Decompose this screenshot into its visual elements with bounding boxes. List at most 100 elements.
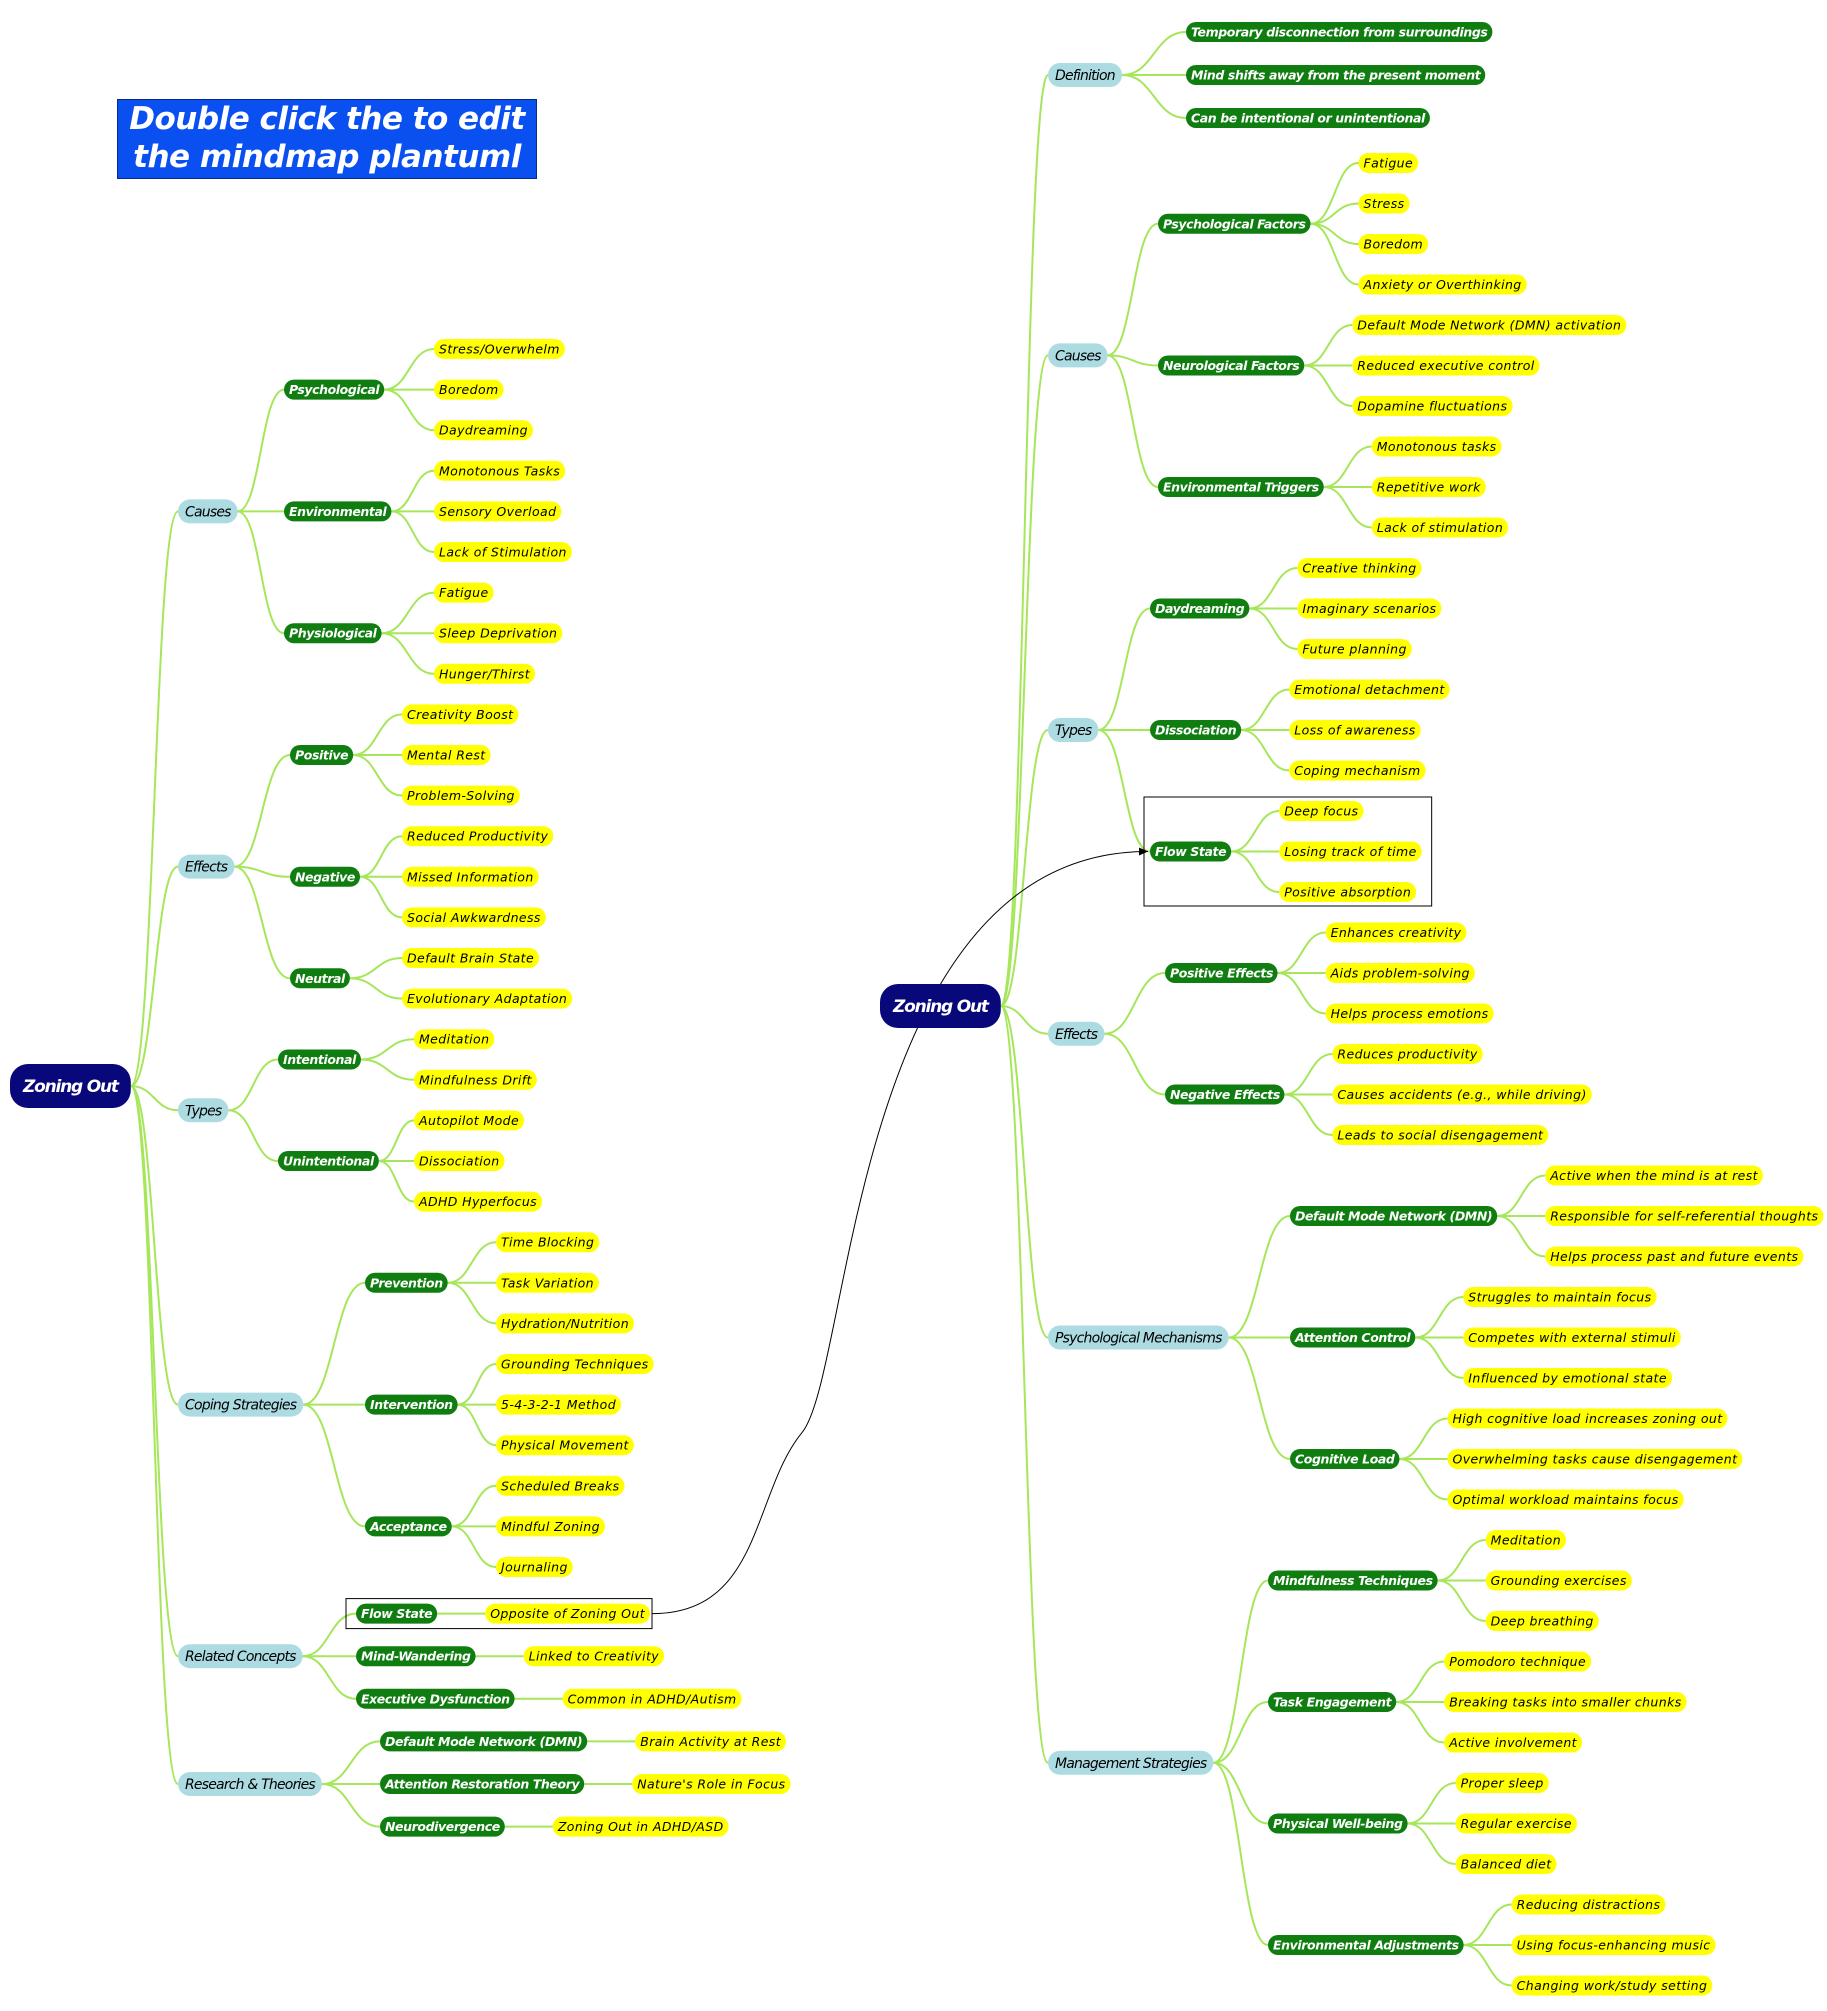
branch-node-left-related-concepts[interactable]: Related Concepts xyxy=(178,1644,303,1669)
leaf-node-right-imaginary-scenarios[interactable]: Imaginary scenarios xyxy=(1297,598,1442,619)
group-node-right-definition-3[interactable]: Can be intentional or unintentional xyxy=(1186,108,1430,128)
leaf-node-left-scheduled-breaks[interactable]: Scheduled Breaks xyxy=(496,1475,625,1496)
leaf-node-right-proper-sleep[interactable]: Proper sleep xyxy=(1455,1773,1549,1793)
group-node-right-attention-control[interactable]: Attention Control xyxy=(1290,1327,1416,1348)
leaf-node-right-coping-mechanism[interactable]: Coping mechanism xyxy=(1289,760,1426,781)
leaf-node-right-deep-breathing[interactable]: Deep breathing xyxy=(1485,1611,1599,1631)
leaf-node-right-changing-work-study-setting[interactable]: Changing work/study setting xyxy=(1511,1975,1713,1996)
leaf-node-left-autopilot-mode[interactable]: Autopilot Mode xyxy=(414,1110,525,1131)
branch-node-right-causes[interactable]: Causes xyxy=(1048,343,1108,368)
branch-node-left-coping-strategies[interactable]: Coping Strategies xyxy=(178,1392,304,1417)
leaf-node-left-fatigue[interactable]: Fatigue xyxy=(434,582,494,603)
leaf-node-right-default-mode-network-dmn-activation[interactable]: Default Mode Network (DMN) activation xyxy=(1352,315,1627,335)
leaf-node-left-daydreaming[interactable]: Daydreaming xyxy=(434,420,534,441)
group-node-right-neurological-factors[interactable]: Neurological Factors xyxy=(1158,355,1305,376)
group-node-right-environmental-adjustments[interactable]: Environmental Adjustments xyxy=(1268,1935,1464,1955)
leaf-node-right-overwhelming-tasks-cause-disengagement[interactable]: Overwhelming tasks cause disengagement xyxy=(1447,1449,1743,1469)
leaf-node-left-missed-information[interactable]: Missed Information xyxy=(402,866,539,887)
leaf-node-right-reduced-executive-control[interactable]: Reduced executive control xyxy=(1352,355,1540,376)
branch-node-right-effects[interactable]: Effects xyxy=(1048,1021,1105,1046)
leaf-node-right-deep-focus[interactable]: Deep focus xyxy=(1279,801,1364,821)
leaf-node-left-physical-movement[interactable]: Physical Movement xyxy=(496,1435,634,1456)
leaf-node-right-boredom[interactable]: Boredom xyxy=(1358,234,1429,254)
group-node-left-intentional[interactable]: Intentional xyxy=(278,1049,361,1070)
leaf-node-left-lack-of-stimulation[interactable]: Lack of Stimulation xyxy=(434,542,572,562)
group-node-left-unintentional[interactable]: Unintentional xyxy=(278,1151,379,1171)
leaf-node-right-repetitive-work[interactable]: Repetitive work xyxy=(1371,477,1486,497)
leaf-node-right-causes-accidents-e-g-while-driving[interactable]: Causes accidents (e.g., while driving) xyxy=(1332,1084,1592,1105)
branch-node-right-management-strategies[interactable]: Management Strategies xyxy=(1048,1750,1214,1775)
leaf-node-left-sleep-deprivation[interactable]: Sleep Deprivation xyxy=(434,623,563,644)
group-node-right-environmental-triggers[interactable]: Environmental Triggers xyxy=(1158,477,1324,497)
leaf-node-right-aids-problem-solving[interactable]: Aids problem-solving xyxy=(1325,963,1475,983)
leaf-node-left-problem-solving[interactable]: Problem-Solving xyxy=(402,785,520,806)
leaf-node-left-adhd-hyperfocus[interactable]: ADHD Hyperfocus xyxy=(414,1191,543,1212)
group-node-right-dissociation[interactable]: Dissociation xyxy=(1150,720,1242,740)
group-node-left-neurodivergence[interactable]: Neurodivergence xyxy=(380,1816,505,1837)
leaf-node-left-default-brain-state[interactable]: Default Brain State xyxy=(402,948,540,968)
leaf-node-left-mental-rest[interactable]: Mental Rest xyxy=(402,745,491,765)
leaf-node-right-loss-of-awareness[interactable]: Loss of awareness xyxy=(1289,720,1421,740)
group-node-right-definition-1[interactable]: Temporary disconnection from surrounding… xyxy=(1186,22,1493,42)
leaf-node-right-regular-exercise[interactable]: Regular exercise xyxy=(1455,1813,1577,1834)
leaf-node-right-losing-track-of-time[interactable]: Losing track of time xyxy=(1279,841,1422,862)
leaf-node-left-hunger-thirst[interactable]: Hunger/Thirst xyxy=(434,663,536,684)
group-node-right-task-engagement[interactable]: Task Engagement xyxy=(1268,1692,1397,1712)
leaf-node-left-monotonous-tasks[interactable]: Monotonous Tasks xyxy=(434,460,566,481)
root-node-left-zoning-out[interactable]: Zoning Out xyxy=(10,1064,131,1108)
leaf-node-left-grounding-techniques[interactable]: Grounding Techniques xyxy=(496,1354,654,1374)
group-node-left-intervention[interactable]: Intervention xyxy=(365,1394,458,1415)
leaf-node-right-reducing-distractions[interactable]: Reducing distractions xyxy=(1511,1894,1666,1915)
leaf-node-right-high-cognitive-load-increases-zoning-out[interactable]: High cognitive load increases zoning out xyxy=(1447,1408,1728,1429)
leaf-node-right-leads-to-social-disengagement[interactable]: Leads to social disengagement xyxy=(1332,1125,1549,1145)
group-node-left-prevention[interactable]: Prevention xyxy=(365,1272,448,1293)
leaf-node-right-responsible-for-self-referential-thoughts[interactable]: Responsible for self-referential thought… xyxy=(1545,1206,1824,1226)
leaf-node-right-creative-thinking[interactable]: Creative thinking xyxy=(1297,558,1422,578)
leaf-node-left-common-in-adhd-autism[interactable]: Common in ADHD/Autism xyxy=(562,1688,742,1709)
leaf-node-right-active-when-the-mind-is-at-rest[interactable]: Active when the mind is at rest xyxy=(1545,1165,1763,1186)
leaf-node-right-active-involvement[interactable]: Active involvement xyxy=(1444,1732,1582,1753)
leaf-node-left-opposite-of-zoning-out[interactable]: Opposite of Zoning Out xyxy=(485,1603,651,1624)
leaf-node-left-task-variation[interactable]: Task Variation xyxy=(496,1272,599,1293)
branch-node-right-definition[interactable]: Definition xyxy=(1048,63,1123,87)
leaf-node-left-reduced-productivity[interactable]: Reduced Productivity xyxy=(402,826,554,847)
leaf-node-right-competes-with-external-stimuli[interactable]: Competes with external stimuli xyxy=(1463,1327,1681,1348)
leaf-node-right-anxiety-or-overthinking[interactable]: Anxiety or Overthinking xyxy=(1358,274,1527,295)
leaf-node-left-brain-activity-at-rest[interactable]: Brain Activity at Rest xyxy=(635,1731,787,1752)
group-node-left-flow-state[interactable]: Flow State xyxy=(356,1603,438,1624)
leaf-node-right-positive-absorption[interactable]: Positive absorption xyxy=(1279,882,1417,902)
edit-hint-banner[interactable]: Double click the to edit the mindmap pla… xyxy=(117,99,537,213)
group-node-left-mind-wandering[interactable]: Mind-Wandering xyxy=(356,1646,476,1667)
leaf-node-left-boredom[interactable]: Boredom xyxy=(434,379,504,400)
leaf-node-right-meditation[interactable]: Meditation xyxy=(1485,1530,1567,1550)
branch-node-left-research-theories[interactable]: Research & Theories xyxy=(178,1772,322,1796)
leaf-node-left-sensory-overload[interactable]: Sensory Overload xyxy=(434,501,562,522)
group-node-right-positive-effects[interactable]: Positive Effects xyxy=(1165,963,1278,983)
leaf-node-left-social-awkwardness[interactable]: Social Awkwardness xyxy=(402,907,546,928)
group-node-left-psychological[interactable]: Psychological xyxy=(284,379,385,400)
group-node-right-definition-2[interactable]: Mind shifts away from the present moment xyxy=(1186,65,1486,85)
leaf-node-right-grounding-exercises[interactable]: Grounding exercises xyxy=(1485,1570,1632,1591)
branch-node-left-types[interactable]: Types xyxy=(178,1098,229,1123)
leaf-node-left-time-blocking[interactable]: Time Blocking xyxy=(496,1232,600,1253)
leaf-node-right-using-focus-enhancing-music[interactable]: Using focus-enhancing music xyxy=(1511,1935,1716,1955)
group-node-right-cognitive-load[interactable]: Cognitive Load xyxy=(1290,1449,1400,1469)
leaf-node-left-zoning-out-in-adhd-asd[interactable]: Zoning Out in ADHD/ASD xyxy=(552,1816,729,1837)
group-node-right-mindfulness-techniques[interactable]: Mindfulness Techniques xyxy=(1268,1570,1438,1591)
branch-node-left-effects[interactable]: Effects xyxy=(178,854,235,879)
leaf-node-right-future-planning[interactable]: Future planning xyxy=(1297,639,1412,659)
leaf-node-right-stress[interactable]: Stress xyxy=(1358,193,1410,214)
leaf-node-right-monotonous-tasks[interactable]: Monotonous tasks xyxy=(1371,436,1502,457)
leaf-node-right-enhances-creativity[interactable]: Enhances creativity xyxy=(1325,922,1467,943)
leaf-node-left-hydration-nutrition[interactable]: Hydration/Nutrition xyxy=(496,1313,635,1334)
group-node-right-daydreaming[interactable]: Daydreaming xyxy=(1150,598,1250,619)
leaf-node-right-pomodoro-technique[interactable]: Pomodoro technique xyxy=(1444,1651,1592,1672)
group-node-right-physical-well-being[interactable]: Physical Well-being xyxy=(1268,1813,1408,1834)
branch-node-right-psychological-mechanisms[interactable]: Psychological Mechanisms xyxy=(1048,1325,1229,1350)
leaf-node-left-dissociation[interactable]: Dissociation xyxy=(414,1151,505,1171)
leaf-node-left-creativity-boost[interactable]: Creativity Boost xyxy=(402,704,519,725)
branch-node-right-types[interactable]: Types xyxy=(1048,718,1099,742)
group-node-right-psychological-factors[interactable]: Psychological Factors xyxy=(1158,213,1311,234)
group-node-left-default-mode-network-dmn[interactable]: Default Mode Network (DMN) xyxy=(380,1731,588,1752)
group-node-left-acceptance[interactable]: Acceptance xyxy=(365,1516,452,1537)
